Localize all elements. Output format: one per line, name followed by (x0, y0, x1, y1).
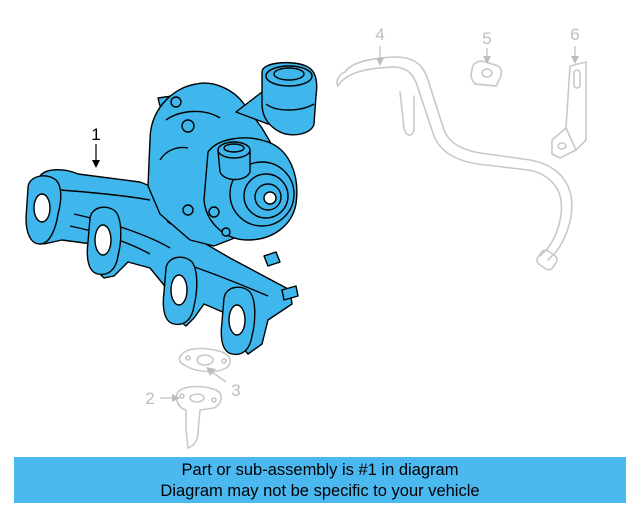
part-6-bracket[interactable] (551, 61, 587, 159)
callout-6[interactable]: 6 (570, 25, 579, 44)
callout-5[interactable]: 5 (482, 29, 491, 48)
leader-1-arrow (92, 160, 100, 168)
part-2-flange[interactable] (175, 385, 222, 449)
leader-5-arrow (483, 56, 491, 64)
leader-4-arrow (376, 58, 384, 66)
callout-1[interactable]: 1 (91, 125, 100, 144)
info-banner: Part or sub-assembly is #1 in diagram Di… (14, 457, 626, 503)
banner-line-1: Part or sub-assembly is #1 in diagram (181, 461, 459, 479)
callout-3[interactable]: 3 (231, 381, 240, 400)
part-1-turbocharger-manifold[interactable] (25, 61, 318, 356)
part-4-oil-pipe[interactable] (336, 56, 573, 272)
leader-3 (211, 371, 227, 383)
callout-2[interactable]: 2 (145, 389, 154, 408)
leader-6-arrow (571, 56, 579, 64)
leader-2-arrow (172, 394, 180, 402)
leader-lines (92, 46, 579, 402)
part-5-clip[interactable] (470, 60, 503, 87)
leader-3-arrow (206, 367, 216, 376)
parts-diagram: 1 2 3 4 5 6 (25, 25, 587, 449)
callout-4[interactable]: 4 (375, 25, 384, 44)
banner-line-2: Diagram may not be specific to your vehi… (160, 482, 480, 500)
part-3-gasket[interactable] (178, 347, 231, 373)
